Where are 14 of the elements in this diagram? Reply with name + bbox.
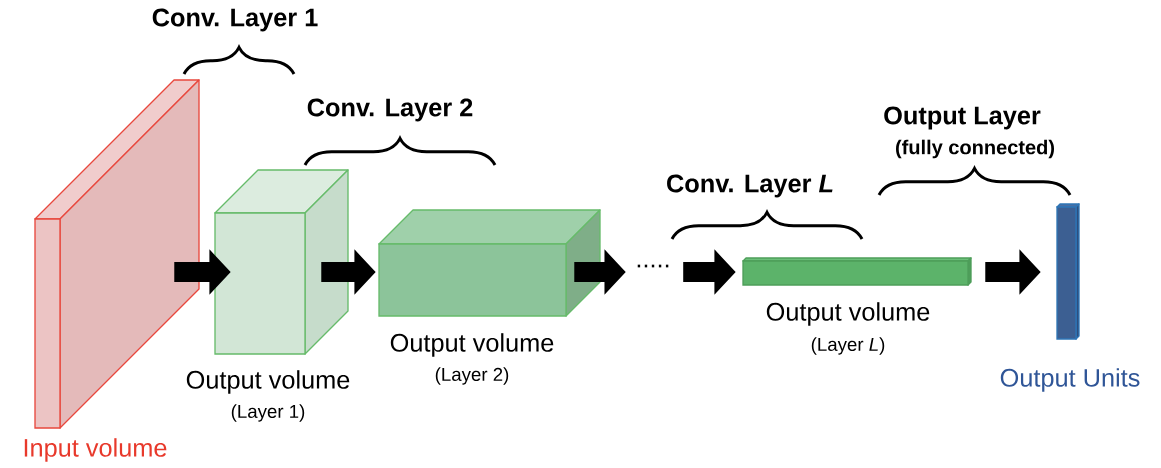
layer-heading: Output Layer: [884, 106, 1041, 130]
node-label: Output volume: [186, 370, 350, 394]
node-label: (Layer 1): [231, 404, 305, 422]
node-label: (Layer L): [811, 337, 885, 355]
layer-heading: Conv. Layer 1: [152, 8, 318, 32]
node-label: Output Units: [1000, 368, 1140, 392]
node-label: Input volume: [24, 438, 167, 462]
node-label: Output volume: [390, 333, 554, 357]
node-label: Output volume: [766, 302, 930, 326]
node-label: (Layer 2): [435, 367, 509, 385]
ellipsis: .....: [637, 264, 669, 268]
layer-heading: Conv. Layer L: [667, 174, 833, 198]
layer-heading: Conv. Layer 2: [307, 98, 473, 122]
layer-heading: (fully connected): [896, 139, 1054, 159]
